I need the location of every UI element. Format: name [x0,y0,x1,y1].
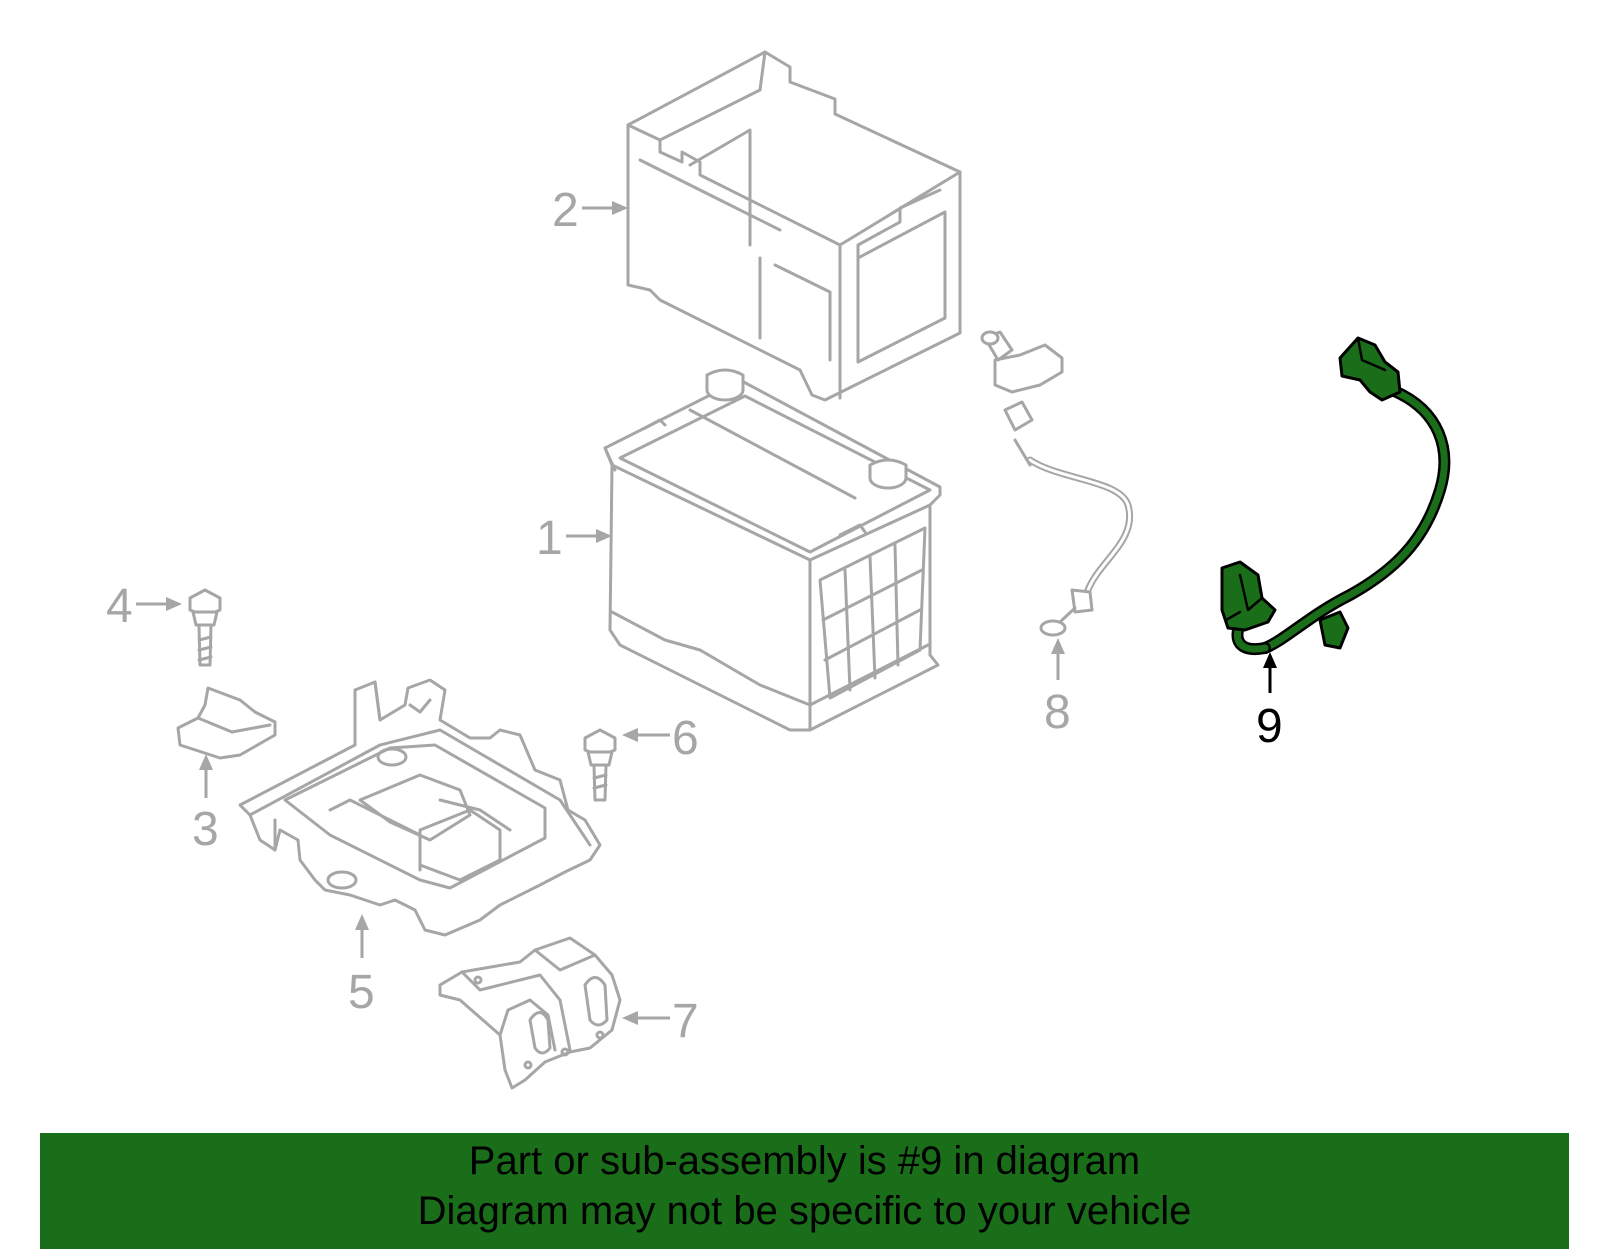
banner-vehicle-disclaimer: Diagram may not be specific to your vehi… [417,1189,1192,1233]
callout-number-2: 2 [552,184,579,237]
callout-number-7: 7 [672,995,699,1048]
part-2-battery-cover[interactable] [626,50,962,402]
part-4-bolt[interactable] [188,588,222,667]
callout-8: 8 [1044,638,1071,739]
part-8-battery-cable[interactable] [980,330,1134,637]
callout-number-3: 3 [192,803,219,856]
callout-number-8: 8 [1044,686,1071,739]
part-7-bracket[interactable] [438,936,622,1090]
part-9-battery-sensor-cable[interactable] [1220,336,1451,655]
callout-number-4: 4 [106,580,133,633]
callout-9: 9 [1256,652,1283,753]
part-6-bolt[interactable] [583,728,617,802]
callout-number-6: 6 [672,712,699,765]
callout-number-5: 5 [348,966,375,1019]
callout-6: 6 [622,712,699,765]
callout-4: 4 [106,580,182,633]
part-5-battery-tray[interactable] [238,678,602,937]
part-3-clip[interactable] [176,686,277,760]
callout-3: 3 [192,754,219,856]
callout-5: 5 [348,914,375,1019]
callout-number-1: 1 [536,512,563,565]
callout-2: 2 [552,184,628,237]
info-banner: Part or sub-assembly is #9 in diagram Di… [40,1133,1569,1249]
callout-1: 1 [536,512,612,565]
banner-part-note: Part or sub-assembly is #9 in diagram [468,1139,1141,1183]
callout-number-9: 9 [1256,700,1283,753]
callout-7: 7 [622,995,699,1048]
part-1-battery[interactable] [603,368,942,732]
